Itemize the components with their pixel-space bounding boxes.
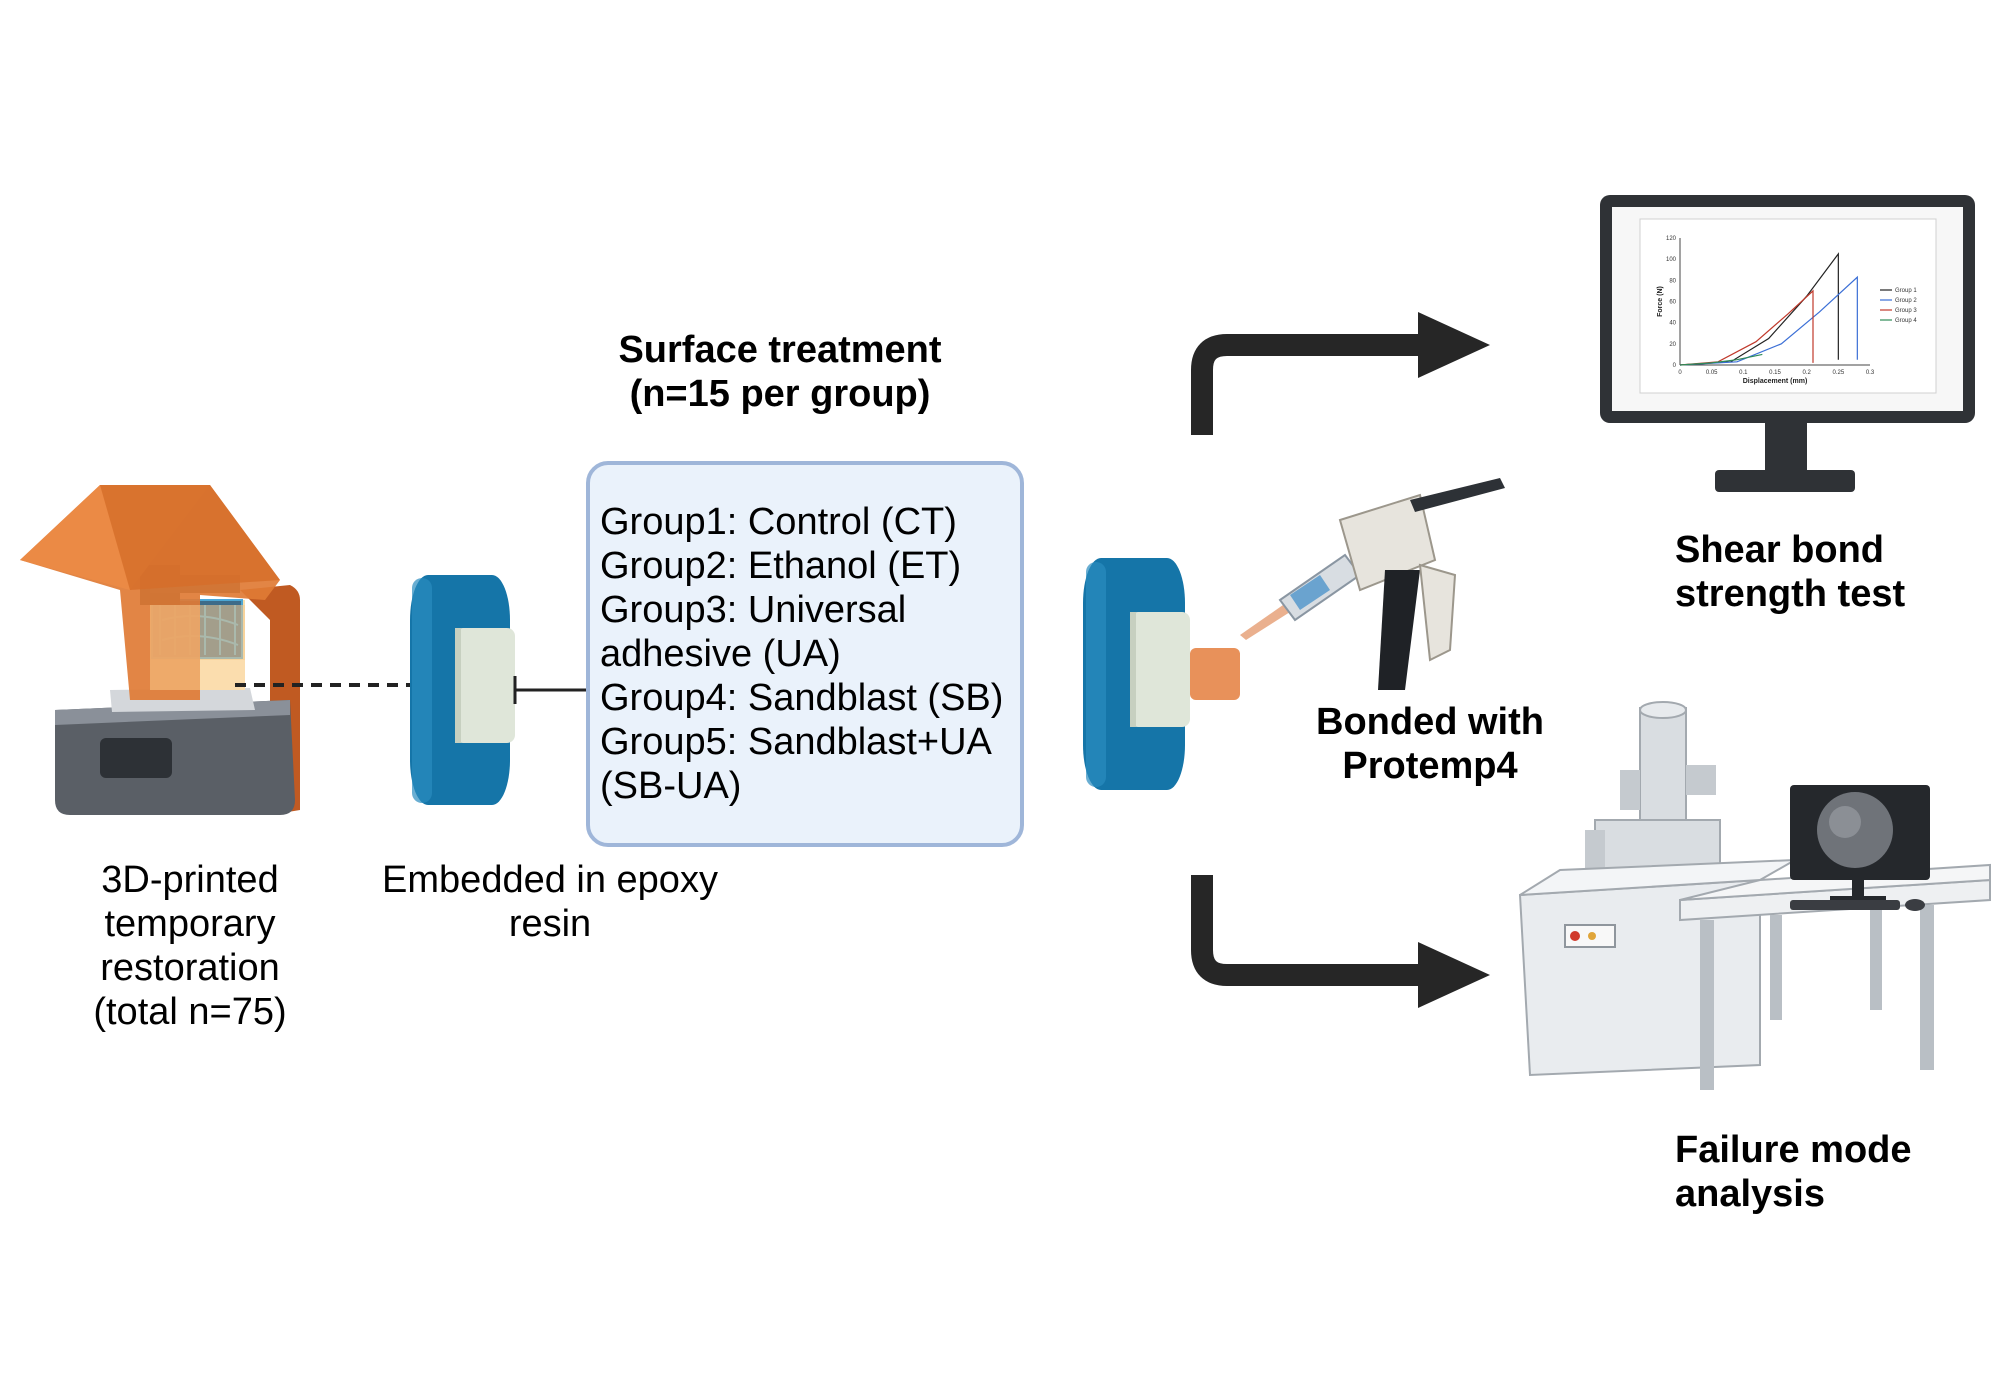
failure-analysis-label: Failure mode analysis — [1675, 1128, 1975, 1216]
bonding-label-line: Bonded with — [1316, 701, 1544, 743]
failure-analysis-label-line: Failure mode — [1675, 1129, 1912, 1171]
treatment-title: Surface treatment (n=15 per group) — [600, 328, 960, 416]
chart-x-tick-label: 0.1 — [1739, 370, 1748, 376]
epoxy-label-line: resin — [508, 903, 592, 945]
printer-label: 3D-printed temporary restoration (total … — [70, 858, 310, 1034]
chart-legend-label: Group 1 — [1895, 288, 1917, 294]
chart-y-tick-label: 100 — [1666, 257, 1677, 263]
chart-legend-label: Group 4 — [1895, 318, 1917, 324]
chart-y-tick-label: 60 — [1669, 300, 1676, 306]
chart-y-tick-label: 80 — [1669, 278, 1676, 284]
printer-label-line: restoration — [100, 947, 280, 989]
printer-label-line: (total n=75) — [93, 991, 287, 1033]
treatment-group-item: Group5: Sandblast+UA (SB-UA) — [600, 721, 990, 807]
chart-y-tick-label: 120 — [1666, 236, 1677, 242]
treatment-group-item: Group2: Ethanol (ET) — [600, 545, 962, 587]
force-displacement-chart: 0 20 40 60 80 100 120 0 0.05 0.1 0.15 0.2 0.25 0.3Dis… — [1657, 236, 1917, 385]
bonded-specimen-icon — [1083, 558, 1240, 790]
chart-legend-label: Group 3 — [1895, 308, 1917, 314]
chart-x-tick-label: 0.05 — [1706, 370, 1718, 376]
chart-x-tick-label: 0 — [1678, 370, 1682, 376]
bonding-label: Bonded with Protemp4 — [1300, 700, 1560, 788]
shear-test-label: Shear bond strength test — [1675, 528, 1975, 616]
monitor-icon — [1600, 195, 1975, 492]
shear-test-label-line: strength test — [1675, 573, 1906, 615]
treatment-title-line: Surface treatment — [618, 329, 942, 371]
printer-display-icon — [100, 738, 172, 778]
chart-x-tick-label: 0.25 — [1832, 370, 1844, 376]
dispensing-gun-icon — [1240, 478, 1505, 690]
epoxy-label: Embedded in epoxy resin — [375, 858, 725, 946]
treatment-title-line: (n=15 per group) — [629, 373, 931, 415]
chart-x-tick-label: 0.2 — [1802, 370, 1811, 376]
treatment-group-item: Group3: Universal adhesive (UA) — [600, 589, 907, 675]
arrow-to-shear-test — [1191, 334, 1420, 435]
arrow-to-failure-analysis — [1191, 875, 1420, 986]
printer-label-line: 3D-printed — [101, 859, 279, 901]
shear-test-label-line: Shear bond — [1675, 529, 1885, 571]
epoxy-mount-icon — [410, 575, 515, 805]
chart-y-axis-label: Force (N) — [1657, 286, 1664, 317]
chart-y-tick-label: 40 — [1669, 321, 1676, 327]
treatment-box — [586, 461, 1024, 847]
chart-series-line — [1679, 275, 1858, 366]
treatment-group-item: Group4: Sandblast (SB) — [600, 677, 1004, 719]
protemp-cylinder-icon — [1190, 648, 1240, 700]
printer-label-line: temporary — [104, 903, 276, 945]
chart-y-tick-label: 0 — [1673, 363, 1677, 369]
failure-analysis-label-line: analysis — [1675, 1173, 1825, 1215]
epoxy-label-line: Embedded in epoxy — [382, 859, 718, 901]
chart-x-axis-label: Displacement (mm) — [1743, 378, 1808, 385]
chart-legend-label: Group 2 — [1895, 298, 1917, 304]
chart-x-tick-label: 0.15 — [1769, 370, 1781, 376]
chart-y-tick-label: 20 — [1669, 342, 1676, 348]
treatment-group-item: Group1: Control (CT) — [600, 501, 957, 543]
chart-x-tick-label: 0.3 — [1866, 370, 1875, 376]
bonding-label-line: Protemp4 — [1342, 745, 1518, 787]
chart-series-line — [1679, 353, 1763, 366]
3d-printer-icon — [20, 485, 300, 815]
sem-microscope-icon — [1518, 701, 1991, 1090]
treatment-group-list: Group1: Control (CT) Group2: Ethanol (ET… — [600, 500, 1020, 808]
